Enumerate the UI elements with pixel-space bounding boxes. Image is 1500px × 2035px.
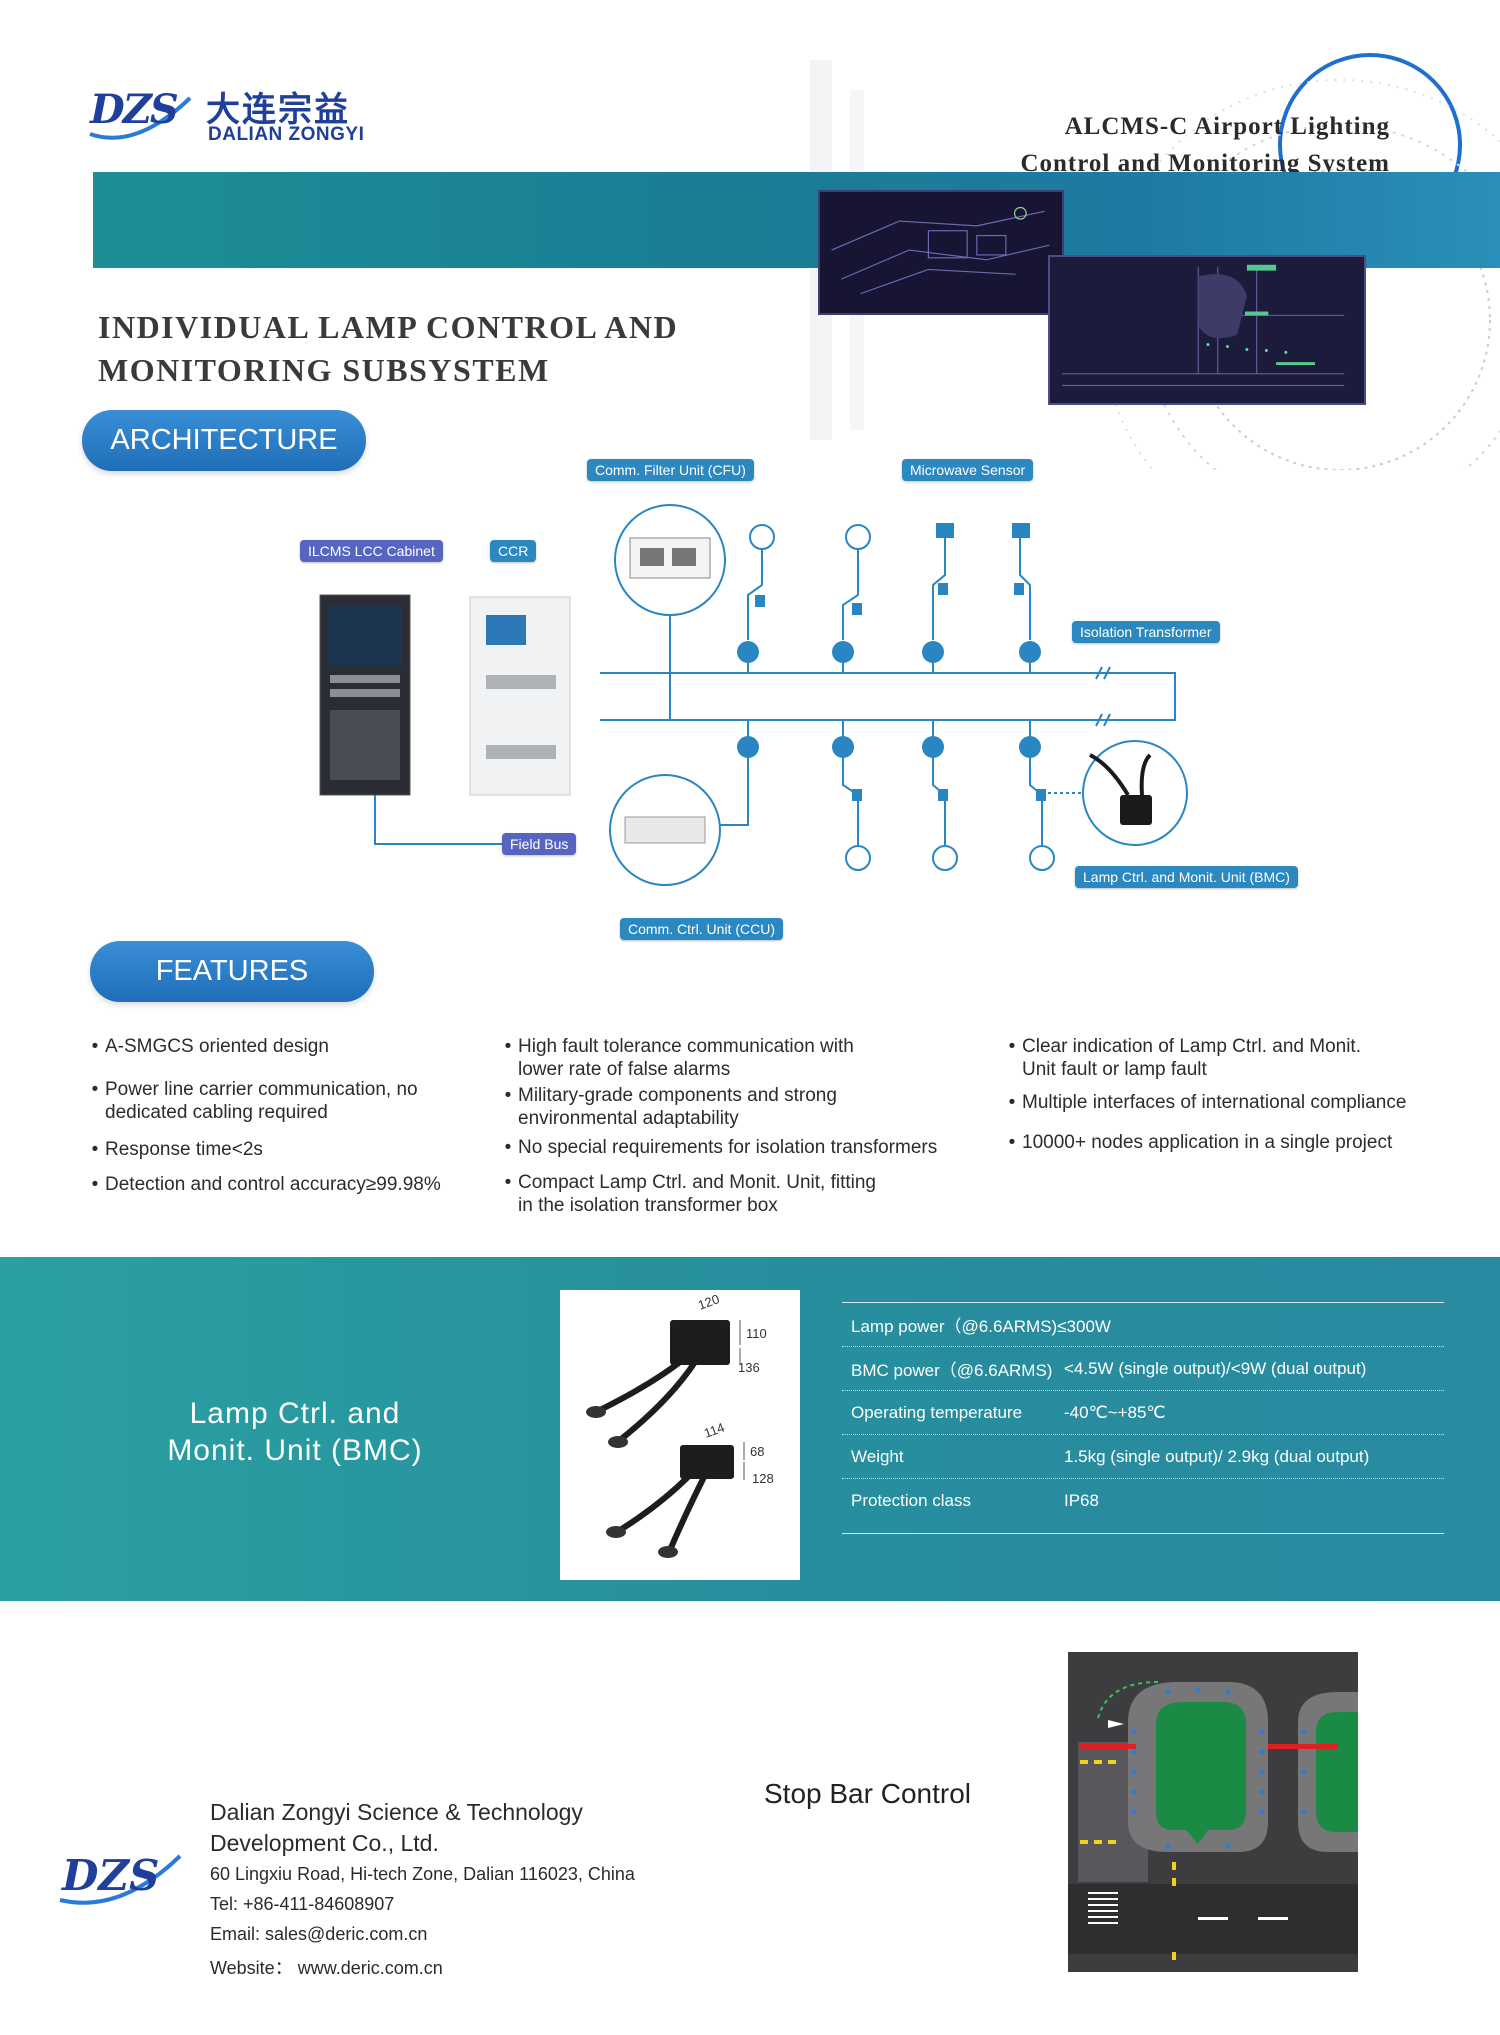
feature-item: •Detection and control accuracy≥99.98% (91, 1174, 441, 1195)
dim-dual-height: 68 (750, 1444, 764, 1459)
feature-item: •No special requirements for isolation t… (504, 1137, 938, 1158)
ilcms-cabinet-label: ILCMS LCC Cabinet (300, 540, 443, 562)
company-tel: Tel: +86-411-84608907 (210, 1894, 395, 1914)
ccu-label: Comm. Ctrl. Unit (CCU) (620, 918, 783, 940)
brand-name-cn: 大连宗益 (206, 90, 350, 130)
dim-single-height: 110 (746, 1326, 767, 1341)
feature-item: •10000+ nodes application in a single pr… (1008, 1132, 1393, 1153)
brand-name-en: DALIAN ZONGYI (208, 124, 365, 145)
features-col3: •Clear indication of Lamp Ctrl. and Moni… (1002, 1035, 1407, 1154)
header-banner (93, 172, 1500, 268)
bmc-product-image: 120 110 136 114 68 128 (560, 1290, 800, 1580)
company-name: Dalian Zongyi Science & Technology Devel… (210, 1799, 583, 1856)
company-logo: DZS 大连宗益 DALIAN ZONGYI (89, 82, 390, 152)
dim-single-width: 120 (696, 1291, 722, 1313)
features-col1: •A-SMGCS oriented design •Power line car… (85, 1035, 441, 1196)
bmc-title: Lamp Ctrl. and Monit. Unit (BMC) (167, 1397, 423, 1467)
cfu-label: Comm. Filter Unit (CFU) (587, 459, 754, 481)
logo-swoosh-icon (89, 96, 192, 140)
architecture-heading: ARCHITECTURE (82, 410, 366, 471)
microwave-sensor-label: Microwave Sensor (902, 459, 1034, 481)
stop-bar-image (1068, 1652, 1358, 1972)
system-title-line1: ALCMS-C Airport Lighting (1064, 113, 1390, 140)
bmc-spec-table: Lamp power（@6.6ARMS)≤300W BMC power（@6.6… (842, 1302, 1444, 1534)
spec-row-lamp-power: Lamp power（@6.6ARMS)≤300W (842, 1303, 1444, 1347)
company-email[interactable]: Email: sales@deric.com.cn (210, 1924, 428, 1944)
subsystem-title-line1: INDIVIDUAL LAMP CONTROL AND (98, 309, 679, 345)
bmc-label: Lamp Ctrl. and Monit. Unit (BMC) (1075, 866, 1298, 888)
company-address: 60 Lingxiu Road, Hi-tech Zone, Dalian 11… (210, 1864, 635, 1884)
spec-row-bmc-power: BMC power（@6.6ARMS)<4.5W (single output)… (842, 1347, 1444, 1391)
feature-item: •A-SMGCS oriented design (91, 1036, 329, 1057)
features-col2: •High fault tolerance communication with… (498, 1035, 938, 1217)
spec-row-temperature: Operating temperature-40℃~+85℃ (842, 1391, 1444, 1435)
field-bus-label: Field Bus (502, 833, 577, 855)
feature-item: •Compact Lamp Ctrl. and Monit. Unit, fit… (504, 1172, 876, 1216)
logo-mark: DZS (90, 86, 179, 133)
system-title: ALCMS-C Airport Lighting Control and Mon… (1020, 108, 1390, 182)
airport-map-screenshot (818, 190, 1064, 315)
dim-dual-depth: 128 (752, 1471, 774, 1486)
architecture-diagram: Comm. Filter Unit (CFU) Microwave Sensor… (290, 455, 1350, 955)
subsystem-title-line2: MONITORING SUBSYSTEM (98, 352, 550, 388)
company-website[interactable]: Website： www.deric.com.cn (210, 1958, 443, 1978)
subsystem-title: INDIVIDUAL LAMP CONTROL AND MONITORING S… (98, 306, 678, 392)
feature-item: •Clear indication of Lamp Ctrl. and Moni… (1008, 1036, 1361, 1080)
footer-logo-mark: DZS (61, 1851, 159, 1900)
footer-logo: DZS (50, 1842, 190, 1912)
stop-bar-title: Stop Bar Control (764, 1778, 971, 1809)
isolation-transformer-label: Isolation Transformer (1072, 621, 1220, 643)
features-heading: FEATURES (90, 941, 374, 1002)
dim-single-depth: 136 (738, 1360, 760, 1375)
feature-item: •Response time<2s (91, 1139, 263, 1160)
dim-dual-width: 114 (702, 1420, 727, 1441)
feature-item: •Multiple interfaces of international co… (1008, 1092, 1407, 1113)
airfield-lighting-screenshot (1048, 255, 1366, 405)
ccr-label: CCR (490, 540, 537, 562)
feature-item: •High fault tolerance communication with… (504, 1036, 854, 1080)
